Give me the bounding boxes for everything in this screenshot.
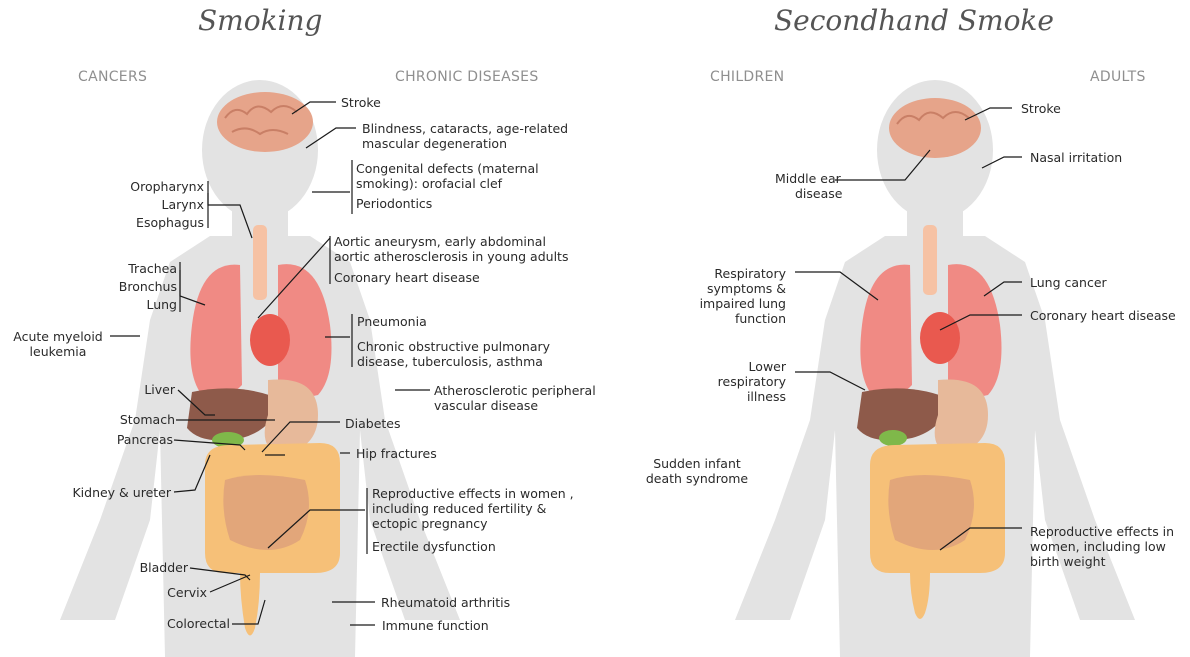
label-larynx: Larynx — [162, 197, 204, 212]
label-bladder: Bladder — [140, 560, 188, 575]
cancers-heading: CANCERS — [78, 69, 147, 85]
label-ear-line1: Middle ear — [775, 171, 841, 186]
label-lower-line2: respiratory — [718, 374, 786, 389]
label-stomach: Stomach — [120, 412, 175, 427]
label-aml-line2: leukemia — [30, 344, 87, 359]
label-middle-ear-disease: Middle ear disease — [775, 171, 837, 201]
label-lower-line3: illness — [747, 389, 786, 404]
label-adult-coronary-heart-disease: Coronary heart disease — [1030, 308, 1176, 323]
label-adult-repro-line3: birth weight — [1030, 554, 1106, 569]
label-nasal-irritation: Nasal irritation — [1030, 150, 1122, 165]
label-blindness-line1: Blindness, cataracts, age-related — [362, 121, 568, 136]
label-trachea: Trachea — [128, 261, 177, 276]
trachea-icon — [253, 225, 267, 300]
label-lung: Lung — [146, 297, 177, 312]
label-blindness-line2: mascular degeneration — [362, 136, 507, 151]
label-congenital-defects: Congenital defects (maternal smoking): o… — [356, 161, 539, 191]
label-adult-repro-line1: Reproductive effects in — [1030, 524, 1174, 539]
label-rheumatoid-arthritis: Rheumatoid arthritis — [381, 595, 510, 610]
brain-icon — [217, 92, 313, 152]
label-congenital-line1: Congenital defects (maternal — [356, 161, 539, 176]
small-intestine-icon — [223, 475, 309, 550]
label-acute-myeloid-leukemia: Acute myeloid leukemia — [8, 329, 108, 359]
label-resp-line4: function — [735, 311, 786, 326]
label-oropharynx: Oropharynx — [130, 179, 204, 194]
label-copd-line2: disease, tuberculosis, asthma — [357, 354, 543, 369]
label-kidney-ureter: Kidney & ureter — [72, 485, 171, 500]
label-aortic-aneurysm: Aortic aneurysm, early abdominal aortic … — [334, 234, 568, 264]
label-aortic-line2: aortic atherosclerosis in young adults — [334, 249, 568, 264]
label-repro-line3: ectopic pregnancy — [372, 516, 488, 531]
label-sids-line2: death syndrome — [646, 471, 748, 486]
label-lower-respiratory-illness: Lower respiratory illness — [718, 359, 786, 404]
label-colorectal: Colorectal — [167, 616, 230, 631]
label-hip-fractures: Hip fractures — [356, 446, 437, 461]
label-bronchus: Bronchus — [119, 279, 177, 294]
label-respiratory-symptoms: Respiratory symptoms & impaired lung fun… — [700, 266, 786, 326]
label-resp-line3: impaired lung — [700, 296, 786, 311]
adults-heading: ADULTS — [1090, 69, 1146, 85]
label-adult-repro-line2: women, including low — [1030, 539, 1166, 554]
label-adult-reproductive-effects: Reproductive effects in women, including… — [1030, 524, 1174, 569]
label-congenital-line2: smoking): orofacial clef — [356, 176, 502, 191]
label-repro-line1: Reproductive effects in women , — [372, 486, 574, 501]
label-pancreas: Pancreas — [117, 432, 173, 447]
label-lower-line1: Lower — [749, 359, 786, 374]
label-aortic-line1: Aortic aneurysm, early abdominal — [334, 234, 546, 249]
label-ear-line2: disease — [775, 186, 842, 201]
chronic-diseases-heading: CHRONIC DISEASES — [395, 69, 539, 85]
label-athero-line1: Atherosclerotic peripheral — [434, 383, 596, 398]
brain-icon — [889, 98, 981, 158]
label-blindness: Blindness, cataracts, age-related mascul… — [362, 121, 568, 151]
label-pneumonia: Pneumonia — [357, 314, 427, 329]
label-adult-stroke: Stroke — [1021, 101, 1061, 116]
heart-icon — [250, 314, 290, 366]
smoking-title: Smoking — [198, 4, 322, 37]
label-copd-line1: Chronic obstructive pulmonary — [357, 339, 550, 354]
pancreas-icon — [879, 430, 907, 446]
label-erectile-dysfunction: Erectile dysfunction — [372, 539, 496, 554]
label-atherosclerotic: Atherosclerotic peripheral vascular dise… — [434, 383, 596, 413]
secondhand-smoke-title: Secondhand Smoke — [774, 4, 1054, 37]
label-resp-line2: symptoms & — [707, 281, 786, 296]
label-cervix: Cervix — [167, 585, 207, 600]
trachea-icon — [923, 225, 937, 295]
label-reproductive-effects-women: Reproductive effects in women , includin… — [372, 486, 574, 531]
label-lung-cancer: Lung cancer — [1030, 275, 1107, 290]
label-sudden-infant-death: Sudden infant death syndrome — [637, 456, 757, 486]
label-athero-line2: vascular disease — [434, 398, 538, 413]
label-immune-function: Immune function — [382, 618, 489, 633]
label-coronary-heart-disease: Coronary heart disease — [334, 270, 480, 285]
label-liver: Liver — [144, 382, 175, 397]
label-stroke: Stroke — [341, 95, 381, 110]
heart-icon — [920, 312, 960, 364]
label-diabetes: Diabetes — [345, 416, 401, 431]
label-sids-line1: Sudden infant — [653, 456, 741, 471]
label-aml-line1: Acute myeloid — [13, 329, 102, 344]
small-intestine-icon — [888, 475, 974, 550]
label-repro-line2: including reduced fertility & — [372, 501, 546, 516]
label-esophagus: Esophagus — [136, 215, 204, 230]
label-periodontics: Periodontics — [356, 196, 432, 211]
label-copd: Chronic obstructive pulmonary disease, t… — [357, 339, 550, 369]
label-resp-line1: Respiratory — [714, 266, 786, 281]
children-heading: CHILDREN — [710, 69, 784, 85]
